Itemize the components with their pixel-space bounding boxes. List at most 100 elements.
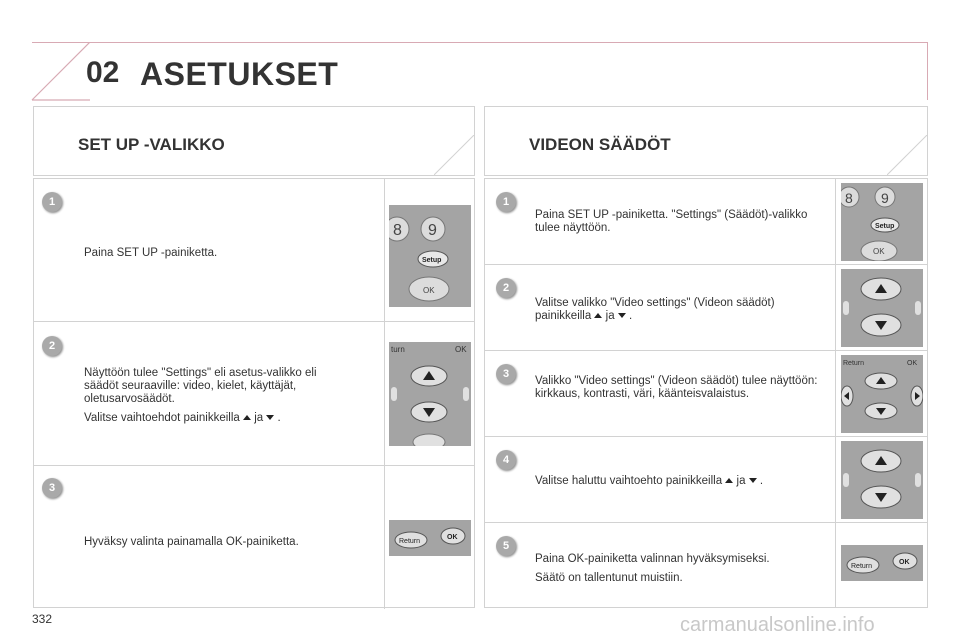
step-number-badge: 2 [42, 336, 62, 356]
arrow-up-icon [242, 415, 251, 421]
return-key-label: Return [399, 538, 420, 545]
step-paragraph: Hyväksy valinta painamalla OK-painiketta… [84, 536, 299, 548]
step-text: Paina OK-painiketta valinnan hyväksymise… [535, 553, 825, 591]
step-image-cell: turn OK [384, 322, 474, 465]
step-line-conj: ja [254, 412, 264, 424]
return-key-label: Return [851, 563, 872, 570]
remote-return-ok-arrows-illustration: Return OK [841, 355, 923, 433]
chapter-number: 02 [86, 56, 120, 89]
step-row: Valitse haluttu vaihtoehto painikkeilla … [485, 437, 927, 523]
step-arrow-line: Valitse valikko "Video settings" (Videon… [535, 297, 825, 323]
step-number-badge: 1 [496, 192, 516, 212]
ok-key-label: OK [455, 345, 467, 354]
ok-key-label: OK [907, 360, 917, 367]
step-image-cell [835, 265, 927, 350]
key-eight-label: 8 [393, 222, 402, 239]
step-row: Valikko "Video settings" (Videon säädöt)… [485, 351, 927, 437]
step-number-badge: 3 [42, 478, 62, 498]
step-row: Paina SET UP -painiketta. "Settings" (Sä… [485, 179, 927, 265]
arrow-down-icon [748, 478, 757, 484]
step-paragraph: Näyttöön tulee "Settings" eli asetus-val… [84, 367, 317, 405]
return-key-label: turn [391, 345, 405, 354]
step-line-end: . [277, 412, 281, 424]
step-image-cell: 8 9 Setup OK [384, 179, 474, 321]
right-steps-panel: Paina SET UP -painiketta. "Settings" (Sä… [484, 178, 928, 608]
step-number-badge: 5 [496, 536, 516, 556]
step-paragraph: Säätö on tallentunut muistiin. [535, 572, 683, 584]
ok-key-label: OK [873, 247, 885, 256]
ok-key-label: OK [447, 534, 458, 541]
remote-setup-illustration: 8 9 Setup OK [389, 205, 471, 307]
step-paragraph: Paina SET UP -painiketta. [84, 247, 218, 259]
step-image-cell: 8 9 Setup OK [835, 179, 927, 264]
step-text: Hyväksy valinta painamalla OK-painiketta… [84, 536, 374, 555]
remote-arrow-pad-image: turn OK [389, 342, 471, 446]
step-image-cell [835, 437, 927, 522]
key-nine-label: 9 [881, 190, 889, 206]
left-steps-panel: Paina SET UP -painiketta. 8 9 Setup OK [33, 178, 475, 609]
setup-key-label: Setup [422, 257, 441, 264]
step-image-cell: Return OK [835, 523, 927, 607]
ok-key-label: OK [899, 559, 910, 566]
step-text: Paina SET UP -painiketta. [84, 247, 374, 266]
chapter-header-frame [32, 42, 928, 100]
ok-key-label: OK [423, 286, 435, 295]
right-section-header: VIDEON SÄÄDÖT [484, 106, 928, 176]
chapter-title: ASETUKSET [140, 56, 339, 92]
step-line-text: Valitse haluttu vaihtoehto painikkeilla [535, 475, 723, 487]
setup-key-label: Setup [875, 223, 894, 230]
remote-return-ok-arrows-image: Return OK [841, 355, 923, 433]
remote-return-ok-image: Return OK [841, 545, 923, 581]
step-text: Valikko "Video settings" (Videon säädöt)… [535, 375, 825, 407]
step-number-badge: 3 [496, 364, 516, 384]
step-paragraph: Paina SET UP -painiketta. "Settings" (Sä… [535, 209, 808, 234]
left-section-title: SET UP -VALIKKO [78, 135, 225, 154]
step-line-conj: ja [605, 310, 615, 322]
remote-arrow-pad-image [841, 269, 923, 347]
section-corner-diagonal [887, 135, 927, 175]
remote-setup-image: 8 9 Setup OK [841, 183, 923, 261]
watermark: carmanualsonline.info [680, 614, 875, 636]
arrow-down-icon [617, 313, 626, 319]
left-section-header: SET UP -VALIKKO [33, 106, 475, 176]
step-number-badge: 2 [496, 278, 516, 298]
remote-arrow-pad-image [841, 441, 923, 519]
step-paragraph: Valikko "Video settings" (Videon säädöt)… [535, 375, 818, 400]
step-line-end: . [629, 310, 633, 322]
step-arrow-line: Valitse vaihtoehdot painikkeilla ja . [84, 412, 349, 425]
step-row: Hyväksy valinta painamalla OK-painiketta… [34, 466, 474, 609]
arrow-down-icon [266, 415, 275, 421]
step-line-text: Valitse vaihtoehdot painikkeilla [84, 412, 240, 424]
step-row: Paina OK-painiketta valinnan hyväksymise… [485, 523, 927, 607]
remote-arrow-pad-illustration [841, 441, 923, 519]
page-number: 332 [32, 612, 53, 626]
remote-return-ok-image: Return OK [389, 520, 471, 556]
step-number-badge: 4 [496, 450, 516, 470]
step-text: Valitse haluttu vaihtoehto painikkeilla … [535, 475, 825, 494]
remote-setup-illustration: 8 9 Setup OK [841, 183, 923, 261]
step-image-cell: Return OK [835, 351, 927, 436]
header-corner-diagonal [31, 42, 90, 101]
key-nine-label: 9 [428, 222, 437, 239]
step-text: Paina SET UP -painiketta. "Settings" (Sä… [535, 209, 825, 241]
step-row: Paina SET UP -painiketta. 8 9 Setup OK [34, 179, 474, 322]
right-section-title: VIDEON SÄÄDÖT [529, 135, 671, 154]
remote-setup-image: 8 9 Setup OK [389, 205, 471, 307]
return-key-label: Return [843, 360, 864, 367]
arrow-up-icon [594, 313, 603, 319]
step-image-cell: Return OK [384, 466, 474, 609]
step-line-end: . [759, 475, 764, 487]
step-number-badge: 1 [42, 192, 62, 212]
step-text: Näyttöön tulee "Settings" eli asetus-val… [84, 367, 349, 431]
step-line-conj: ja [736, 475, 746, 487]
step-row: Näyttöön tulee "Settings" eli asetus-val… [34, 322, 474, 466]
arrow-up-icon [725, 478, 734, 484]
step-text: Valitse valikko "Video settings" (Videon… [535, 297, 825, 329]
step-row: Valitse valikko "Video settings" (Videon… [485, 265, 927, 351]
step-paragraph: Paina OK-painiketta valinnan hyväksymise… [535, 553, 770, 565]
remote-return-ok-illustration: Return OK [389, 520, 471, 556]
remote-arrow-pad-illustration: turn OK [389, 342, 471, 446]
remote-arrow-pad-illustration [841, 269, 923, 347]
key-eight-label: 8 [845, 190, 853, 206]
section-corner-diagonal [434, 135, 474, 175]
